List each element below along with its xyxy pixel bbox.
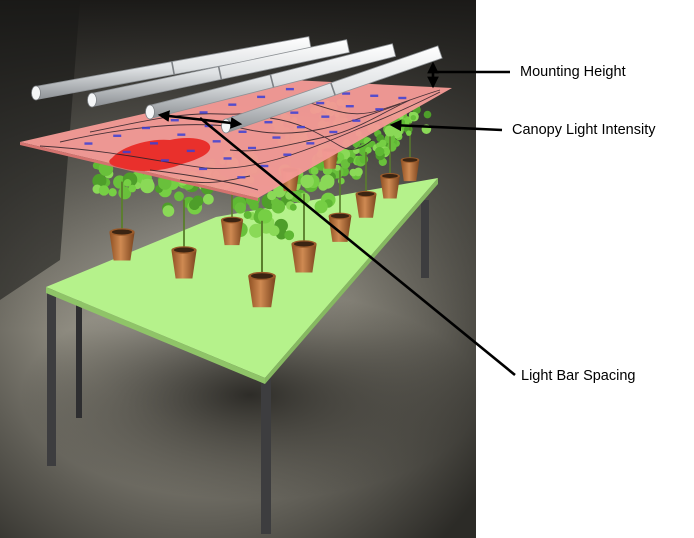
plant-pot bbox=[400, 160, 420, 182]
pot-soil bbox=[330, 213, 350, 219]
light-bar-spacing-label: Light Bar Spacing bbox=[521, 368, 636, 384]
grid-marker bbox=[257, 95, 266, 99]
intensity-hotspot bbox=[109, 138, 211, 171]
pot-soil bbox=[402, 158, 418, 162]
plant-pot bbox=[248, 276, 276, 308]
mounting-height-label: Mounting Height bbox=[520, 64, 626, 80]
left-corner-shade bbox=[0, 0, 80, 300]
pot-soil bbox=[293, 241, 315, 247]
grid-marker bbox=[199, 111, 208, 114]
grid-marker bbox=[316, 101, 325, 105]
grid-marker bbox=[285, 87, 294, 91]
grid-marker bbox=[223, 157, 232, 160]
grid-marker bbox=[264, 121, 273, 124]
grid-marker bbox=[84, 142, 93, 145]
grid-marker bbox=[296, 125, 305, 129]
grid-marker bbox=[160, 159, 169, 162]
plant-pot bbox=[171, 250, 197, 279]
plant-pot bbox=[220, 220, 244, 246]
light-bar-joint bbox=[217, 66, 223, 80]
grid-marker bbox=[352, 119, 361, 122]
grid-marker bbox=[142, 126, 150, 130]
pot-soil bbox=[111, 229, 133, 235]
led-light-bar bbox=[145, 43, 397, 120]
grid-marker bbox=[150, 142, 158, 145]
canopy-plane-edge bbox=[20, 142, 258, 201]
canopy-plane bbox=[20, 80, 452, 198]
grid-marker bbox=[272, 136, 281, 139]
grid-marker bbox=[283, 153, 292, 156]
bar-spacing-leader bbox=[199, 116, 516, 377]
grid-marker bbox=[237, 176, 246, 179]
grid-marker bbox=[342, 92, 351, 95]
light-bar-endcap bbox=[87, 92, 97, 108]
grid-marker bbox=[177, 133, 186, 136]
plant-pot bbox=[109, 232, 135, 261]
pot-soil bbox=[382, 174, 398, 178]
table-leg-back-left bbox=[76, 300, 82, 418]
grid-marker bbox=[398, 96, 407, 100]
grid-marker bbox=[321, 115, 330, 118]
floor-shadow bbox=[20, 290, 480, 500]
light-bar-joint bbox=[171, 61, 175, 75]
table-edge-right bbox=[265, 178, 438, 384]
grid-marker bbox=[186, 149, 195, 153]
grid-marker bbox=[228, 103, 237, 106]
led-light-bar bbox=[87, 39, 350, 108]
grid-marker bbox=[113, 134, 122, 137]
grid-marker bbox=[170, 119, 179, 122]
table-leg-back-right bbox=[421, 200, 429, 278]
light-bar-endcap bbox=[145, 104, 155, 120]
grid-marker bbox=[199, 167, 208, 171]
table-leg-front-right bbox=[261, 372, 271, 534]
grid-marker bbox=[329, 130, 338, 134]
table-edge-front bbox=[46, 287, 265, 384]
plant-pot bbox=[380, 176, 400, 199]
light-bar-joint bbox=[269, 74, 275, 88]
grid-marker bbox=[370, 94, 379, 97]
grid-marker bbox=[248, 146, 256, 150]
pot-soil bbox=[357, 191, 375, 197]
light-bars bbox=[31, 36, 443, 134]
grid-marker bbox=[260, 164, 269, 168]
grid-marker bbox=[306, 142, 315, 145]
grid-marker bbox=[375, 108, 384, 111]
pot-soil bbox=[223, 217, 241, 223]
table-leg-front-left bbox=[47, 288, 56, 466]
grid-marker bbox=[122, 150, 131, 154]
callout-arrows bbox=[157, 61, 516, 377]
plant-pot bbox=[291, 244, 317, 273]
grid-marker bbox=[345, 105, 354, 108]
canopy-light-intensity-label: Canopy Light Intensity bbox=[512, 122, 656, 138]
pot-soil bbox=[250, 273, 274, 279]
canopy-intensity-arrow bbox=[389, 119, 503, 132]
potted-plant bbox=[227, 190, 295, 308]
pot-soil bbox=[173, 247, 195, 253]
light-bar-endcap bbox=[31, 85, 41, 101]
plant-foliage bbox=[227, 190, 295, 241]
grid-marker bbox=[238, 130, 247, 133]
plant-pot bbox=[355, 194, 377, 218]
grid-marker bbox=[212, 140, 221, 143]
grid-marker bbox=[290, 111, 299, 114]
canopy-intensity-map bbox=[20, 80, 452, 201]
light-bar-joint bbox=[330, 82, 336, 96]
